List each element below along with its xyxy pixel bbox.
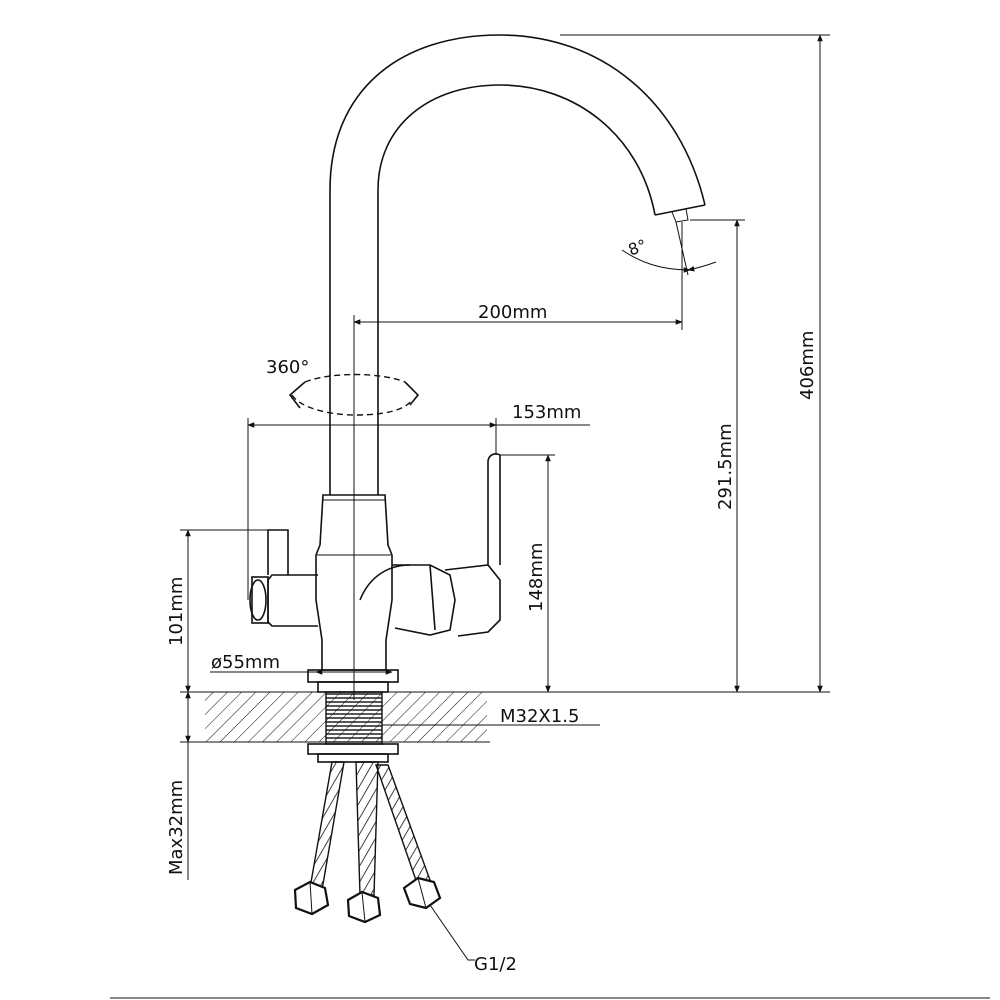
supply-hoses <box>293 761 442 924</box>
dimension-lines <box>110 34 990 999</box>
side-height-label: 101mm <box>166 577 187 646</box>
angle-label: 8° <box>626 235 650 259</box>
max-thickness-label: Max32mm <box>166 780 187 875</box>
handle-span-label: 153mm <box>512 402 581 423</box>
base-diameter-label: ø55mm <box>211 652 280 673</box>
rotation-label: 360° <box>266 357 309 378</box>
connector-label: G1/2 <box>474 954 517 975</box>
outlet-height-label: 291.5mm <box>715 423 736 510</box>
spout <box>329 34 706 495</box>
rotation-indicator <box>288 373 420 416</box>
total-height-label: 406mm <box>797 331 818 400</box>
thread-label: M32X1.5 <box>500 706 579 727</box>
faucet-body <box>249 453 501 693</box>
handle-height-label: 148mm <box>526 543 547 612</box>
reach-label: 200mm <box>478 302 547 323</box>
